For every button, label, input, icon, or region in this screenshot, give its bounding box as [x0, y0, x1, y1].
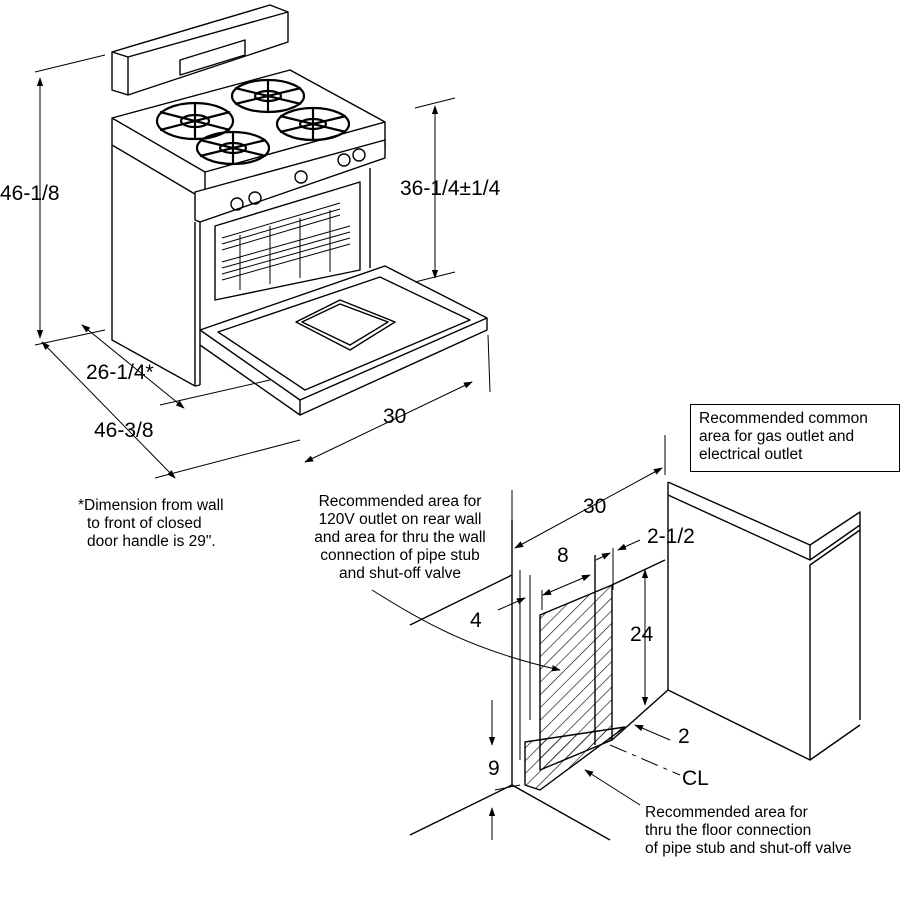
wall-area-note-line: connection of pipe stub — [320, 547, 480, 564]
cooktop-height-label: 36-1/4±1/4 — [400, 177, 501, 200]
wall-area-note-line: and shut-off valve — [338, 565, 462, 582]
wall-area-note: Recommended area for 120V outlet on rear… — [285, 493, 515, 583]
burner-grates — [155, 78, 351, 166]
footnote-line: to front of closed — [87, 515, 202, 532]
common-area-note-box: Recommended common area for gas outlet a… — [690, 404, 900, 472]
area-height-label: 24 — [630, 623, 654, 646]
range-dimension-lines — [34, 54, 491, 479]
overall-height-label: 46-1/8 — [0, 182, 60, 205]
footnote-line: *Dimension from wall — [78, 497, 224, 514]
floor-area-note-line: Recommended area for — [645, 804, 808, 821]
common-area-note-line: Recommended common — [699, 410, 868, 427]
centerline-label: CL — [682, 767, 709, 790]
area-bottom-offset-label: 9 — [488, 757, 500, 780]
range-illustration — [111, 4, 488, 416]
floor-area-note-line: of pipe stub and shut-off valve — [645, 840, 852, 857]
footnote: *Dimension from wall to front of closed … — [78, 497, 224, 551]
side-offset-label: 2-1/2 — [647, 525, 695, 548]
oven-racks — [221, 202, 351, 290]
common-area-note-line: electrical outlet — [699, 446, 803, 463]
area-top-offset-label: 4 — [470, 609, 482, 632]
range-width-label: 30 — [383, 405, 407, 428]
area-width-label: 8 — [557, 544, 569, 567]
common-area-note-line: area for gas outlet and — [699, 428, 855, 445]
footnote-line: door handle is 29". — [87, 533, 216, 550]
install-width-label: 30 — [583, 495, 607, 518]
control-knobs — [230, 148, 366, 211]
wall-area-note-line: 120V outlet on rear wall — [318, 511, 482, 528]
open-depth-label: 46-3/8 — [94, 419, 154, 442]
wall-area-note-line: Recommended area for — [318, 493, 482, 510]
floor-area-note: Recommended area for thru the floor conn… — [645, 804, 852, 858]
floor-gap-label: 2 — [678, 725, 690, 748]
floor-area-note-line: thru the floor connection — [645, 822, 812, 839]
installation-dimension-lines — [371, 435, 681, 840]
closed-depth-label: 26-1/4* — [86, 361, 154, 384]
wall-area-note-line: and area for thru the wall — [314, 529, 486, 546]
installation-illustration — [409, 481, 861, 841]
